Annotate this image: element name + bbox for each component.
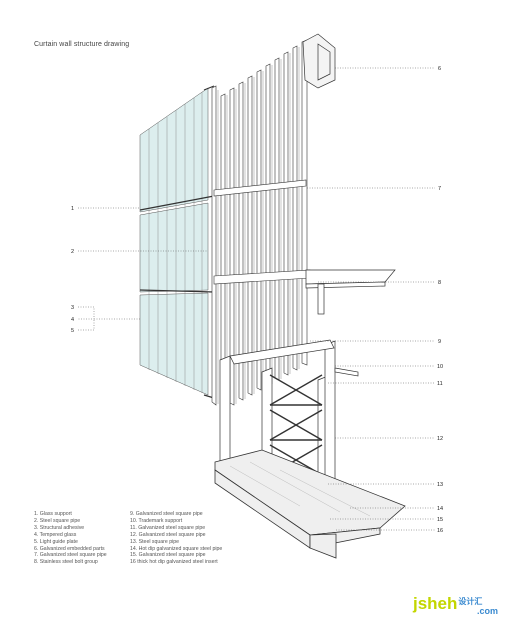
left-callout-lines	[78, 207, 208, 331]
glass-panels	[139, 87, 209, 396]
callout-3: 3	[71, 305, 74, 311]
trademark-arm	[334, 367, 359, 377]
legend-item: 15. Galvanized steel square pipe	[130, 552, 206, 559]
legend-item: 8. Stainless steel bolt group	[34, 559, 98, 566]
legend-item: 11. Galvanized steel square pipe	[130, 524, 206, 531]
brand-latin: jsheh	[413, 594, 458, 613]
callout-7: 7	[438, 186, 441, 192]
callout-10: 10	[437, 364, 443, 370]
trademark-support-shelf	[305, 269, 396, 315]
legend-item: 6. Galvanized embedded parts	[34, 545, 105, 552]
legend-item: 2. Steel square pipe	[34, 517, 81, 524]
callout-6: 6	[438, 66, 441, 72]
callout-5: 5	[71, 328, 74, 334]
callout-13: 13	[437, 482, 443, 488]
callout-11: 11	[437, 381, 443, 387]
callout-4: 4	[71, 317, 74, 323]
legend-item: 10. Trademark support	[130, 517, 183, 524]
legend-item: 7. Galvanized steel square pipe	[34, 552, 107, 559]
callout-8: 8	[438, 280, 441, 286]
legend-item: 16 thick hot dip galvanized steel insert	[130, 559, 218, 566]
embedded-top-part	[302, 33, 336, 89]
legend-item: 12. Galvanized steel square pipe	[130, 531, 206, 538]
base-hatching	[229, 461, 371, 517]
legend-item: 9. Galvanized steel square pipe	[130, 511, 203, 517]
callout-14: 14	[437, 506, 443, 512]
callout-12: 12	[437, 436, 443, 442]
callout-16: 16	[437, 528, 443, 534]
right-callout-labels: 6 7 8 9 10 11 12 13 14 15 16	[437, 66, 443, 534]
legend-item: 14. Hot dip galvanized square steel pipe	[130, 545, 223, 552]
legend-item: 13. Steel square pipe	[130, 538, 180, 545]
vertical-steel-pipes	[211, 39, 308, 411]
concrete-base	[214, 449, 406, 559]
callout-15: 15	[437, 517, 443, 523]
legend-item: 3. Structural adhesive	[34, 524, 85, 531]
legend-item: 4. Tempered glass	[34, 531, 77, 538]
brand-tld: .com	[477, 606, 499, 616]
brand-watermark: jsheh设计汇 .com	[413, 594, 498, 616]
callout-9: 9	[438, 339, 441, 345]
glass-mullions	[148, 92, 203, 393]
drawing-title: Curtain wall structure drawing	[34, 41, 130, 48]
legend-column-2: 9. Galvanized steel square pipe 10. Trad…	[130, 511, 310, 566]
legend-column-1: 1. Glass support 2. Steel square pipe 3.…	[34, 511, 130, 566]
legend-item: 5. Light guide plate	[34, 538, 78, 545]
left-callout-labels: 1 2 3 4 5	[71, 206, 74, 334]
callout-1: 1	[71, 206, 74, 212]
brand-cn: 设计汇	[458, 597, 483, 606]
callout-2: 2	[71, 249, 74, 255]
pipe-side-faces	[217, 47, 300, 408]
horizontal-beams	[213, 179, 311, 285]
legend-item: 1. Glass support	[34, 511, 72, 517]
right-callout-lines	[307, 67, 435, 531]
legend: 1. Glass support 2. Steel square pipe 3.…	[34, 511, 334, 566]
